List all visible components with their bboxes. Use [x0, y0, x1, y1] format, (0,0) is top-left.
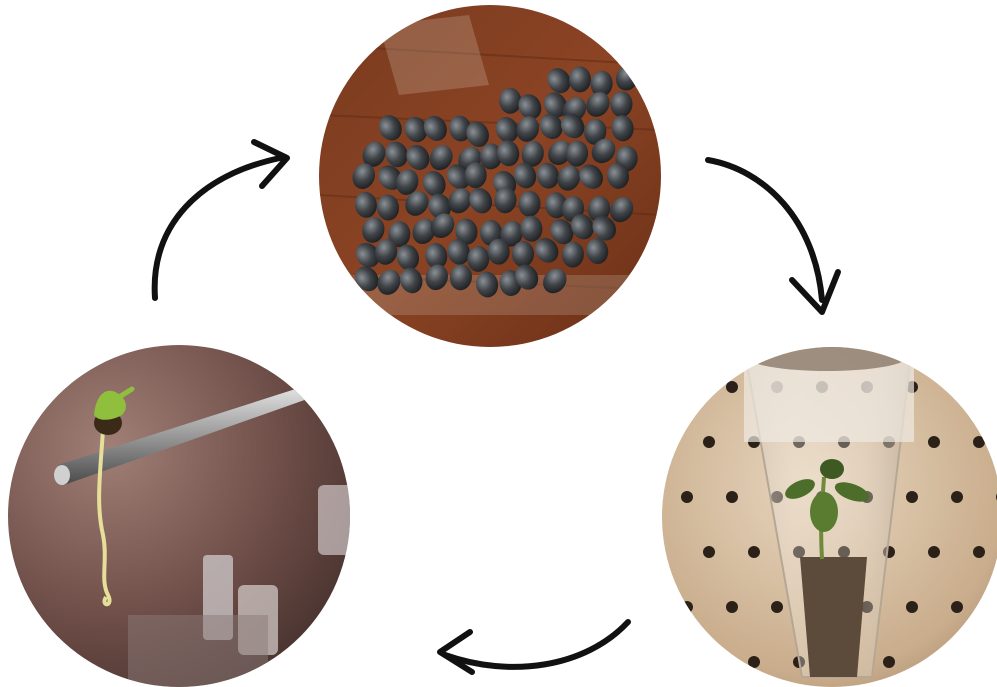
shelf-hole [928, 546, 940, 558]
arrow-seeds-to-tube [708, 160, 838, 312]
germinated-seed-photo [8, 345, 350, 687]
shelf-hole [883, 656, 895, 668]
seeds-photo [319, 5, 661, 347]
shelf-hole [951, 491, 963, 503]
tube-image [662, 347, 997, 687]
shelf-hole [681, 381, 693, 393]
shelf-hole [726, 601, 738, 613]
shelf-hole [928, 436, 940, 448]
shelf-hole [951, 381, 963, 393]
seeds-image [319, 5, 661, 347]
shelf-hole [951, 601, 963, 613]
shelf-hole [906, 491, 918, 503]
shelf-hole [973, 656, 985, 668]
shelf-hole [748, 546, 760, 558]
sprout-image [8, 345, 350, 687]
shelf-hole [726, 381, 738, 393]
arrow-tube-to-sprout [440, 622, 628, 672]
shelf-hole [703, 656, 715, 668]
shelf-hole [928, 656, 940, 668]
shelf-hole [726, 491, 738, 503]
seed [499, 88, 521, 114]
shelf-hole [973, 546, 985, 558]
seedling-in-tube-photo [662, 347, 997, 687]
shelf-hole [748, 656, 760, 668]
shelf-hole [703, 436, 715, 448]
shelf-hole [703, 546, 715, 558]
arrow-sprout-to-seeds [155, 142, 287, 298]
shelf-hole [681, 601, 693, 613]
shelf-hole [973, 436, 985, 448]
shelf-hole [681, 491, 693, 503]
shelf-hole [906, 601, 918, 613]
shelf-hole [771, 601, 783, 613]
